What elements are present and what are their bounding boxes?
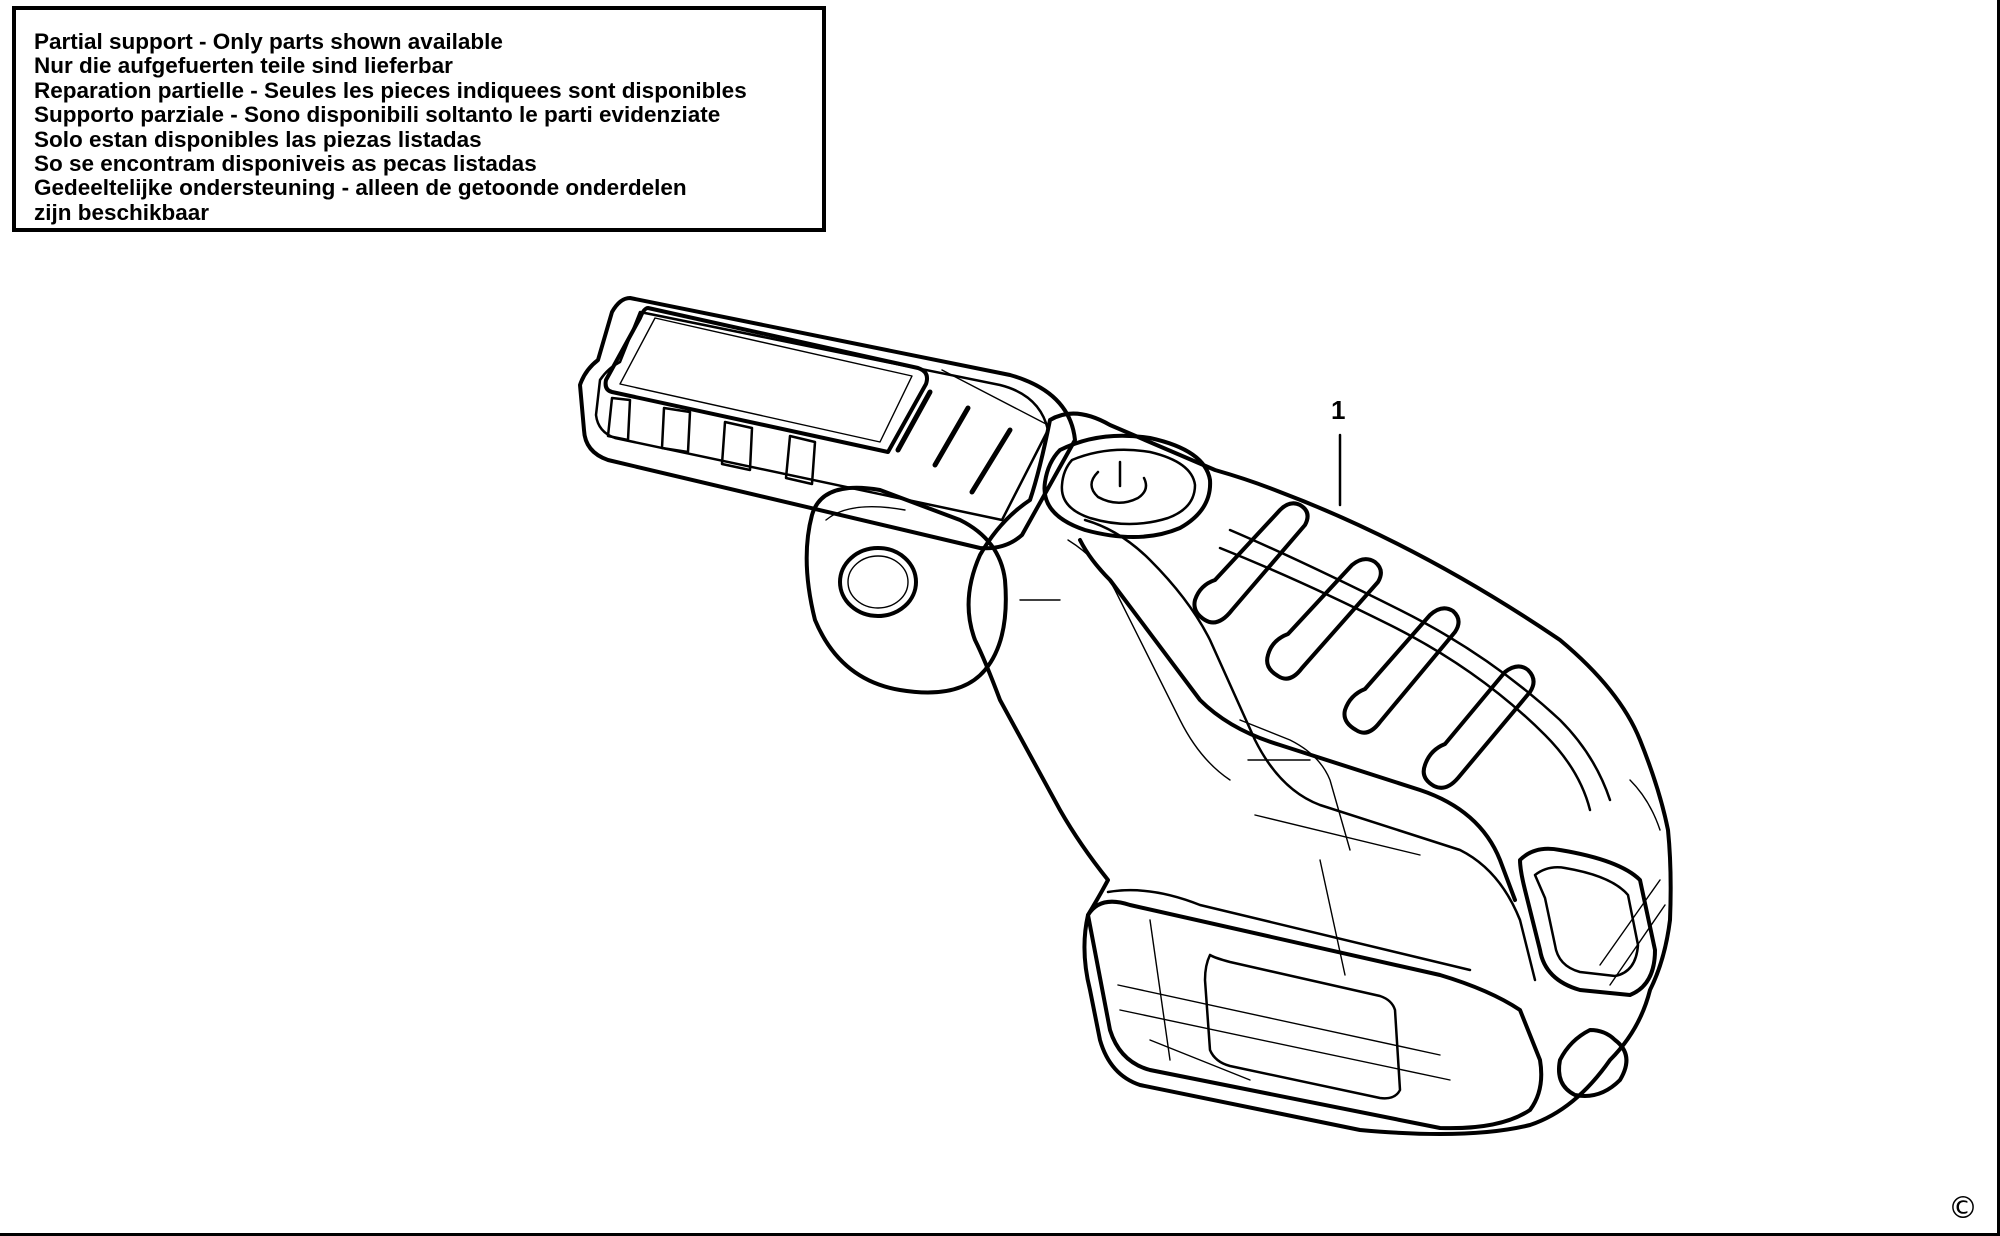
- power-button: [1042, 433, 1213, 539]
- notice-line-pt: So se encontram disponiveis as pecas lis…: [34, 151, 537, 177]
- notice-line-en: Partial support - Only parts shown avail…: [34, 29, 503, 54]
- lamp-head: [578, 296, 1077, 551]
- lamp-lens-window: [603, 306, 929, 454]
- pivot-hub: [804, 485, 1008, 695]
- lamp-vent-slots: [606, 396, 817, 486]
- pivot-knob: [838, 546, 918, 618]
- notice-line-nl: Gedeeltelijke ondersteuning - alleen de …: [34, 175, 687, 201]
- battery-release-panel: [1203, 953, 1402, 1100]
- notice-line-es: Solo estan disponibles las piezas listad…: [34, 126, 482, 152]
- main-body: [966, 411, 1673, 1136]
- notice-line-nl-cont: zijn beschikbaar: [34, 199, 210, 225]
- notice-line-fr: Reparation partielle - Seules les pieces…: [34, 77, 747, 103]
- copyright-symbol: ©: [1948, 1191, 1978, 1226]
- battery-pack: [1086, 859, 1544, 1131]
- callout-label-1: 1: [1331, 395, 1346, 425]
- notice-line-de: Nur die aufgefuerten teile sind lieferba…: [34, 53, 453, 79]
- handle-grip-slots: [1192, 501, 1536, 790]
- notice-line-it: Supporto parziale - Sono disponibili sol…: [34, 102, 721, 128]
- partial-support-notice: Partial support - Only parts shown avail…: [12, 6, 826, 232]
